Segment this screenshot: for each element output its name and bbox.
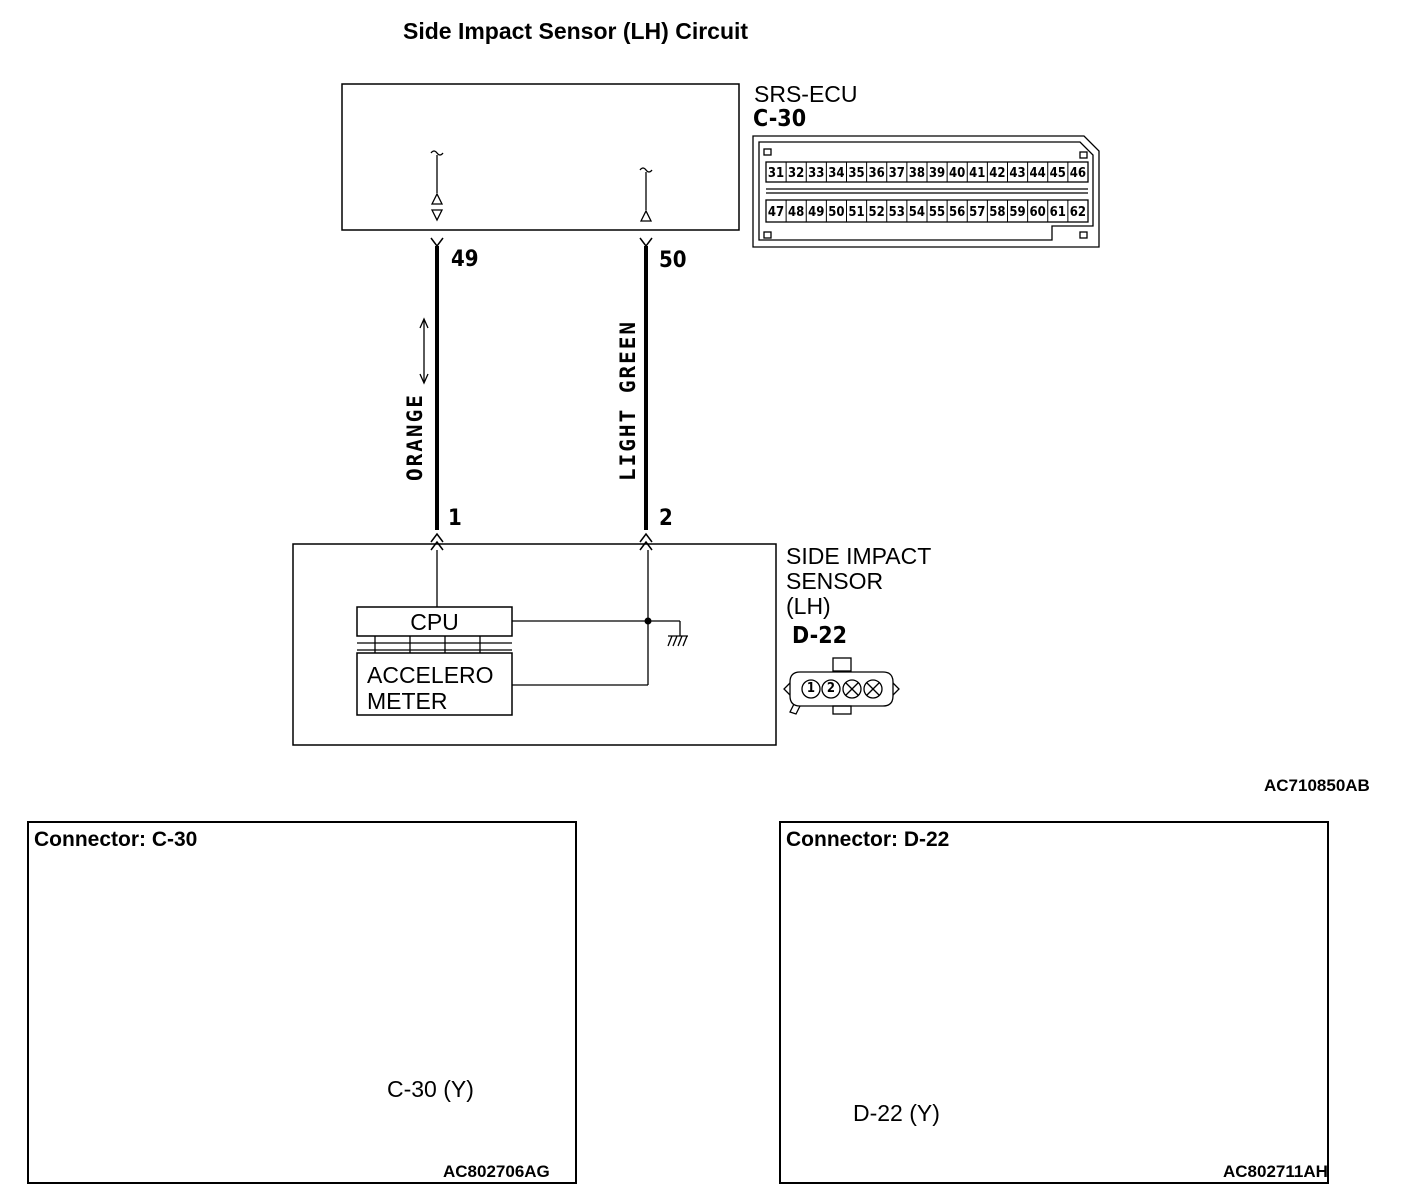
ecu-pin-33: 33	[808, 166, 824, 181]
diagram-reference: AC710850AB	[1264, 776, 1370, 795]
ground-icon	[667, 621, 688, 647]
panel-ref-c30: AC802706AG	[443, 1162, 550, 1181]
connector-location-panel-c30: Connector: C-30 C-30 (Y) AC802706AG	[27, 821, 577, 1184]
ecu-pin-62: 62	[1070, 205, 1086, 220]
ecu-pin-45: 45	[1050, 166, 1066, 181]
wire-pin-sensor-1: 1	[448, 506, 462, 531]
ecu-pin-58: 58	[989, 205, 1005, 220]
ecu-pin-31: 31	[768, 166, 784, 181]
sensor-name-line1: SIDE IMPACT	[786, 543, 932, 569]
ecu-pin-59: 59	[1009, 205, 1025, 220]
wire-color-light-green: LIGHT GREEN	[616, 319, 640, 481]
ecu-connector-face	[752, 135, 1100, 248]
ecu-pin-35: 35	[848, 166, 864, 181]
ecu-terminal-50-symbol	[639, 167, 653, 222]
sensor-connector-pin-2: 2	[826, 681, 836, 696]
panel-title-c30: Connector: C-30	[34, 828, 198, 851]
connector-location-panel-d22: Connector: D-22 D-22 (Y) AC802711AH	[779, 821, 1329, 1184]
ecu-pin-34: 34	[828, 166, 844, 181]
ecu-name: SRS-ECU	[754, 81, 858, 107]
wire-light-green	[639, 237, 653, 551]
wire-color-orange: ORANGE	[403, 393, 427, 481]
ecu-pin-38: 38	[909, 166, 925, 181]
ecu-pin-52: 52	[869, 205, 885, 220]
sensor-connector-face	[783, 657, 900, 715]
ecu-pin-60: 60	[1030, 205, 1046, 220]
ecu-pin-53: 53	[889, 205, 905, 220]
panel-title-d22: Connector: D-22	[786, 828, 950, 851]
ecu-pin-55: 55	[929, 205, 945, 220]
sensor-name-line2: SENSOR	[786, 568, 884, 594]
callout-c30: C-30 (Y)	[387, 1076, 474, 1102]
ecu-pin-61: 61	[1050, 205, 1066, 220]
junction-dot	[644, 617, 652, 625]
wire-orange	[430, 237, 444, 551]
ecu-pin-grid: 31 32 33 34 35 36 37 38 39 40 41 42 43 44 45 46 47 48 49 50…	[768, 162, 1086, 222]
ecu-pin-40: 40	[949, 166, 965, 181]
ecu-box	[341, 83, 740, 231]
wire-pin-ecu-49: 49	[451, 247, 479, 272]
accelerometer-label-line2: METER	[367, 688, 448, 714]
ecu-connector-id: C-30	[753, 106, 807, 132]
accelerometer-box	[356, 652, 513, 716]
cpu-label: CPU	[410, 609, 459, 635]
ecu-pin-54: 54	[909, 205, 925, 220]
panel-ref-d22: AC802711AH	[1223, 1162, 1328, 1181]
sensor-box	[292, 543, 777, 746]
callout-d22: D-22 (Y)	[853, 1100, 940, 1126]
ecu-pin-57: 57	[969, 205, 985, 220]
ecu-pin-56: 56	[949, 205, 965, 220]
wire-pin-sensor-2: 2	[659, 506, 673, 531]
ecu-terminal-49-symbol	[430, 150, 444, 222]
ecu-pin-37: 37	[889, 166, 905, 181]
page-title: Side Impact Sensor (LH) Circuit	[403, 18, 749, 44]
sensor-connector-id: D-22	[792, 623, 847, 649]
ecu-pin-43: 43	[1009, 166, 1025, 181]
ecu-pin-36: 36	[869, 166, 885, 181]
cpu-box	[356, 606, 513, 637]
ecu-pin-39: 39	[929, 166, 945, 181]
ecu-pin-47: 47	[768, 205, 784, 220]
bidirectional-arrow-icon	[419, 317, 429, 385]
ecu-pin-46: 46	[1070, 166, 1086, 181]
ecu-pin-42: 42	[989, 166, 1005, 181]
ecu-pin-41: 41	[969, 166, 985, 181]
ecu-pin-44: 44	[1030, 166, 1046, 181]
sensor-internal-wiring	[357, 550, 680, 686]
ecu-pin-50: 50	[828, 205, 844, 220]
ecu-pin-32: 32	[788, 166, 804, 181]
ecu-pin-51: 51	[848, 205, 864, 220]
sensor-connector-pin-1: 1	[806, 681, 816, 696]
accelerometer-label-line1: ACCELERO	[367, 662, 494, 688]
ecu-pin-49: 49	[808, 205, 824, 220]
wire-pin-ecu-50: 50	[659, 248, 687, 273]
ecu-pin-48: 48	[788, 205, 804, 220]
sensor-name-line3: (LH)	[786, 593, 831, 619]
